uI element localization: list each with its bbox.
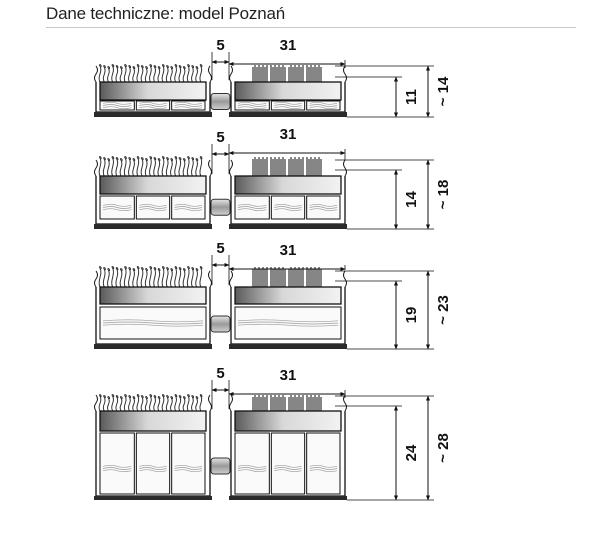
height-dimension-label: 24 [403,444,420,461]
profile-cell [99,306,207,340]
connector [210,198,231,216]
gap-dimension-label: 5 [216,365,224,382]
height-dimension-label: 14 [403,191,420,208]
right-profile [229,157,347,229]
height-dimension-label: 19 [403,307,420,324]
total-height-dimension-label: ~ 23 [435,295,452,325]
brush-holder [234,286,342,305]
right-profile [229,394,347,500]
profile-3: 5 31 19 ~ 23 [94,240,452,350]
connector [210,315,231,333]
height-dimension-label: 11 [403,89,420,105]
profile-cell [234,432,270,495]
brush-holder [234,410,342,432]
profile-cell [99,432,135,495]
left-profile [94,266,212,349]
profile-cell [306,432,341,495]
brush-bristle-icon [98,64,203,83]
width-dimension-label: 31 [280,126,297,143]
brush-holder [99,410,207,432]
profile-1: 5 31 11 ~ 14 [94,37,452,118]
profile-cell [135,432,171,495]
brush-bristle-icon [98,156,203,177]
left-profile [94,394,212,500]
brush-holder [234,81,342,101]
width-dimension-label: 31 [280,37,297,54]
brush-bristle-icon [98,394,203,412]
right-profile [229,65,347,117]
total-height-dimension-label: ~ 14 [435,76,452,106]
page-title: Dane techniczne: model Poznań [46,4,285,23]
profile-cell [171,432,206,495]
brush-holder [234,175,342,195]
width-dimension-label: 31 [280,367,297,384]
brush-holder [99,81,207,101]
left-profile [94,64,212,117]
profile-2: 5 31 14 ~ 18 [94,126,452,230]
title-divider [46,27,576,28]
brush-bristle-icon [252,65,322,82]
gap-dimension-label: 5 [216,240,224,257]
total-height-dimension-label: ~ 28 [435,433,452,463]
brush-holder [99,286,207,305]
gap-dimension-label: 5 [216,129,224,146]
profile-base [229,344,347,349]
profile-base [94,496,212,500]
left-profile [94,156,212,229]
profile-4: 5 31 24 ~ 28 [94,365,452,501]
brush-bristle-icon [252,395,322,411]
connector [210,93,231,110]
profile-base [229,224,347,229]
profile-base [94,112,212,117]
brush-holder [99,175,207,195]
brush-bristle-icon [252,267,322,287]
profile-base [94,344,212,349]
profile-base [229,112,347,117]
total-height-dimension-label: ~ 18 [435,180,452,210]
right-profile [229,267,347,349]
gap-dimension-label: 5 [216,37,224,54]
profile-base [94,224,212,229]
profile-base [229,496,347,500]
connector [210,457,231,475]
brush-bristle-icon [98,266,203,288]
width-dimension-label: 31 [280,242,297,259]
profile-cell [270,432,306,495]
brush-bristle-icon [252,157,322,176]
